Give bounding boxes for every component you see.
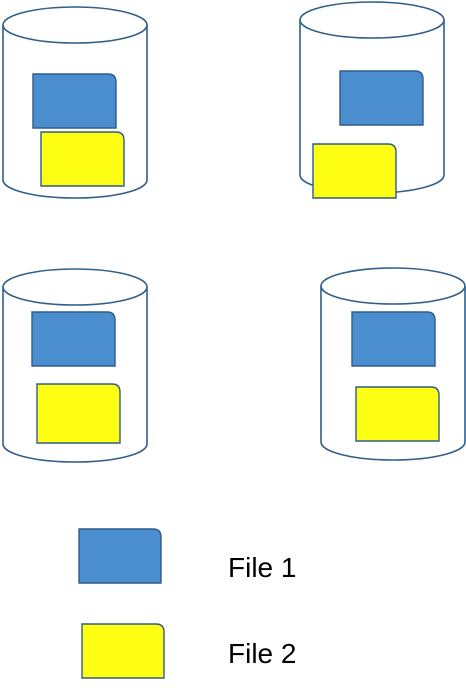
legend-file-1-label: File 1 xyxy=(228,552,296,583)
legend-file-1-swatch xyxy=(78,528,162,584)
cylinder-top xyxy=(299,1,445,39)
legend-file-2-label: File 2 xyxy=(228,638,296,669)
file-1-block xyxy=(32,73,117,129)
cylinder-top xyxy=(2,6,148,44)
legend-file-2-swatch xyxy=(81,623,165,679)
storage-node-3 xyxy=(2,268,148,463)
file-2-block xyxy=(40,131,125,187)
cylinder-top xyxy=(2,268,148,306)
storage-node-2 xyxy=(299,1,445,199)
file-1-block xyxy=(351,311,436,367)
file-1-block xyxy=(339,70,424,126)
storage-node-4 xyxy=(320,267,466,461)
file-2-block xyxy=(312,143,397,199)
legend: File 1 File 2 xyxy=(78,528,296,679)
storage-node-1 xyxy=(2,6,148,199)
file-2-block xyxy=(355,386,440,442)
file-2-block xyxy=(36,383,121,444)
cylinder-top xyxy=(320,267,466,305)
file-1-block xyxy=(31,311,116,367)
